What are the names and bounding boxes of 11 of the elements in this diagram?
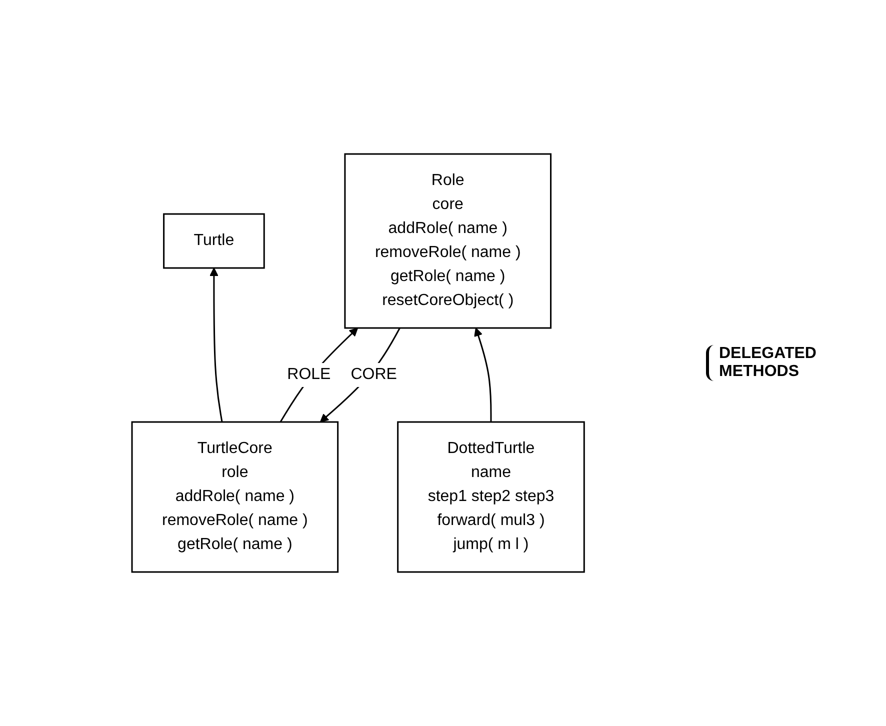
brace-note: DELEGATED METHODS xyxy=(706,345,876,381)
node-box: TurtleCore role addRole( name ) removeRole( name ) getRole( name ) xyxy=(131,421,338,573)
edge-label: ROLE xyxy=(287,366,331,383)
arrow xyxy=(474,328,492,422)
edge-label: CORE xyxy=(350,366,397,383)
node-box: Role core addRole( name ) removeRole( name ) getRole( name ) resetCoreObject( ) xyxy=(344,153,552,329)
node-box: Turtle xyxy=(162,213,265,269)
node-box: DottedTurtle name step1 step2 step3 forward( mul3 ) jump( m l ) xyxy=(397,421,585,573)
arrow xyxy=(280,328,358,422)
arrow xyxy=(209,268,223,422)
arrow xyxy=(320,328,400,422)
